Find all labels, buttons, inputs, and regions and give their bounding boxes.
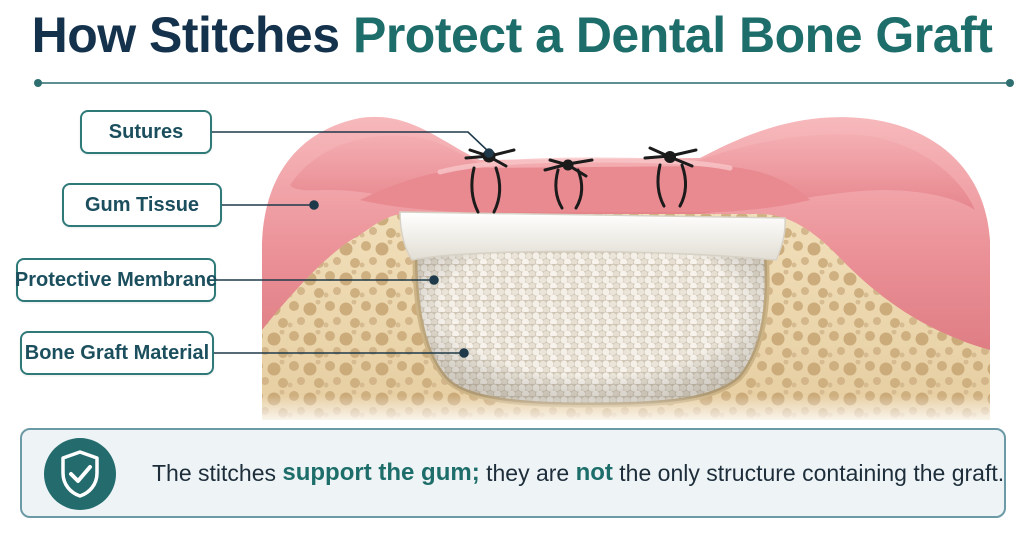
graft-shading xyxy=(414,240,768,405)
protective-membrane xyxy=(399,211,786,261)
callout-text-1: The stitches xyxy=(152,459,276,486)
title-part-1: How Stitches xyxy=(31,7,340,63)
leader-lines xyxy=(212,131,494,358)
label-bone-graft-material: Bone Graft Material xyxy=(20,331,214,375)
page-title: How Stitches Protect a Dental Bone Graft xyxy=(0,6,1024,64)
suture-3 xyxy=(643,146,698,208)
title-divider xyxy=(34,79,1014,87)
divider-dot-right xyxy=(1006,79,1014,87)
callout-text-2: they are xyxy=(486,459,570,486)
bone-graft-illustration xyxy=(212,116,1010,427)
callout-message: The stitches support the gum; they are n… xyxy=(152,430,1004,516)
callout-emphasis-1: support the gum; xyxy=(282,459,480,486)
label-gum-tissue: Gum Tissue xyxy=(62,183,222,227)
divider-dot-left xyxy=(34,79,42,87)
callout-emphasis-2: not xyxy=(575,459,613,486)
bottom-fade xyxy=(250,395,1010,427)
suture-2 xyxy=(543,158,594,210)
leader-sutures xyxy=(212,131,490,153)
label-sutures: Sutures xyxy=(80,110,212,154)
title-part-2: Protect a Dental Bone Graft xyxy=(352,7,993,63)
callout-text-3: the only structure containing the graft. xyxy=(619,459,1005,486)
callout-box: The stitches support the gum; they are n… xyxy=(20,428,1006,518)
label-protective-membrane: Protective Membrane xyxy=(15,258,217,302)
shield-check-icon xyxy=(44,438,116,510)
